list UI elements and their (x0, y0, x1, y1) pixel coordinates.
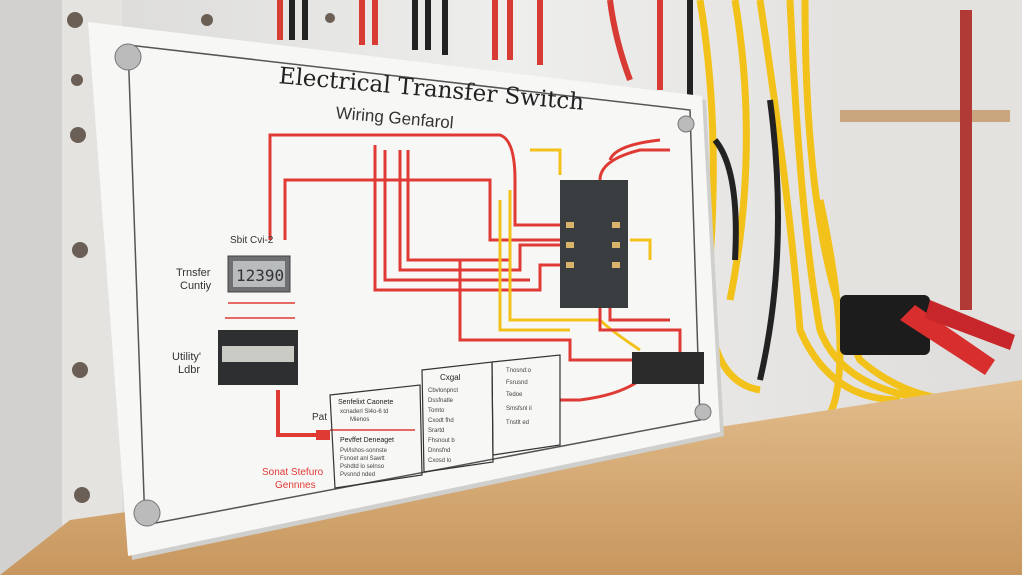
label-red-1: Sonat Stefuro (262, 467, 324, 478)
note-line: Tedoe (506, 392, 523, 398)
box3-line: Tomto (428, 408, 445, 414)
hanging-wires (277, 0, 693, 120)
switch-block (560, 180, 628, 308)
info-box-left: Senfelixt Caonete xcnaderl Sl4o-6 td Mie… (329, 384, 423, 489)
display-value: 12390 (236, 266, 284, 285)
label-utility-1: Utility' (172, 351, 201, 363)
left-cabinet (0, 0, 62, 575)
note-line: Fsrusnd (506, 380, 528, 386)
screw-icon (114, 43, 712, 527)
label-utility-2: Ldbr (178, 364, 200, 376)
label-red-2: Gennnes (275, 480, 316, 491)
wiring-lines (225, 133, 682, 437)
label-transfer-2: Cuntiy (180, 280, 212, 292)
box3-line: Srartd (428, 428, 444, 434)
box3-title: Cxgal (440, 373, 461, 382)
box1-line: xcnaderl Sl4o-6 td (340, 409, 388, 415)
info-box-middle: Cxgal Cbvlonpnct Dssfnatle Tomto Cxodt f… (421, 361, 494, 473)
box1-line: Mienos (350, 417, 369, 423)
box3-line: Cbvlonpnct (428, 388, 458, 394)
box2-line: Fsnoet anl Sawtt (340, 456, 385, 462)
note-line: Smsfsnl il (506, 406, 532, 412)
label-port: Pat (312, 412, 327, 423)
box3-line: Cxosd lo (428, 458, 452, 464)
box2-line: Pshdtd lo selnso (340, 464, 385, 470)
label-transfer-1: Trnsfer (176, 267, 211, 279)
label-top-left: Sbit Cvi-2 (230, 235, 274, 246)
port-connector (316, 430, 330, 440)
box2-line: Pvsnnd nded (340, 472, 375, 478)
box3-line: Dnnsfnd (428, 448, 450, 454)
box1-title: Senfelixt Caonete (338, 399, 393, 406)
info-box-right: Tnosnd:o Fsrusnd Tedoe Smsfsnl il Tnstlt… (491, 354, 561, 456)
box3-line: Cxodt fhd (428, 418, 454, 424)
clamp-tool (840, 295, 1015, 375)
box2-title: Pevffet Deneaget (340, 437, 394, 444)
note-line: Tnosnd:o (506, 368, 532, 374)
box2-line: Pvl/lshos-sonnste (340, 448, 388, 454)
terminal-connector (632, 352, 704, 384)
box3-line: Dssfnatle (428, 398, 454, 404)
box3-line: Fhsnout b (428, 438, 455, 444)
note-line: Tnstlt ed (506, 420, 529, 426)
shelf-unit (830, 0, 1022, 330)
